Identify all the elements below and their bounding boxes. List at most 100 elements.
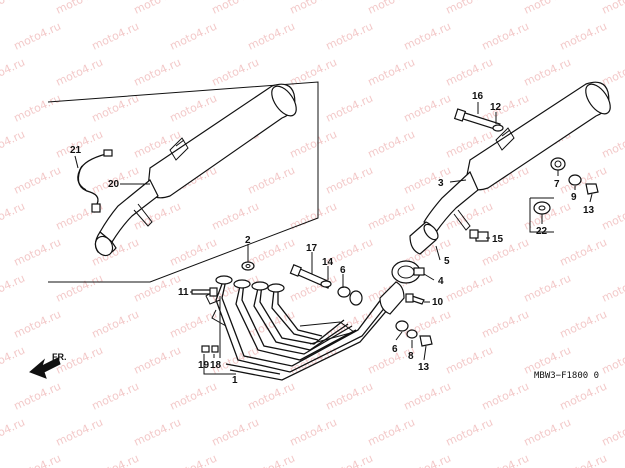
watermark-text: moto4.ru [246, 380, 297, 413]
watermark-text: moto4.ru [90, 380, 141, 413]
watermark-text: moto4.ru [12, 236, 63, 269]
watermark-text: moto4.ru [558, 164, 609, 197]
callout-1: 1 [232, 375, 238, 386]
watermark-text: moto4.ru [522, 416, 573, 449]
callout-11: 11 [178, 287, 189, 298]
watermark-text: moto4.ru [480, 308, 531, 341]
watermark-text: moto4.ru [324, 452, 375, 468]
watermark-text: moto4.ru [0, 128, 27, 161]
watermark-text: moto4.ru [402, 92, 453, 125]
watermark-text: moto4.ru [0, 0, 27, 17]
watermark-text: moto4.ru [522, 56, 573, 89]
watermark-text: moto4.ru [600, 272, 625, 305]
watermark-text: moto4.ru [558, 380, 609, 413]
watermark-text: moto4.ru [600, 416, 625, 449]
watermark-text: moto4.ru [168, 380, 219, 413]
watermark-text: moto4.ru [288, 416, 339, 449]
watermark-text: moto4.ru [12, 452, 63, 468]
callout-12: 12 [490, 102, 502, 113]
watermark-text: moto4.ru [0, 200, 27, 233]
watermark-text: moto4.ru [90, 452, 141, 468]
watermark-text: moto4.ru [132, 0, 183, 17]
watermark-text: moto4.ru [210, 56, 261, 89]
watermark-text: moto4.ru [288, 0, 339, 17]
watermark-text: moto4.ru [132, 56, 183, 89]
watermark-text: moto4.ru [402, 452, 453, 468]
watermark-text: moto4.ru [324, 164, 375, 197]
callout-7: 7 [554, 179, 560, 190]
watermark-text: moto4.ru [402, 380, 453, 413]
right-hanger-hardware [550, 157, 599, 195]
callout-leader-lines [74, 102, 593, 375]
watermark-text: moto4.ru [366, 200, 417, 233]
watermark-text: moto4.ru [522, 0, 573, 17]
callout-17: 17 [306, 243, 318, 254]
watermark-text: moto4.ru [246, 20, 297, 53]
watermark-text: moto4.ru [168, 20, 219, 53]
watermark-text: moto4.ru [480, 380, 531, 413]
watermark-text: moto4.ru [558, 20, 609, 53]
watermark-text: moto4.ru [210, 416, 261, 449]
callout-9: 9 [571, 192, 577, 203]
callout-14: 14 [322, 257, 334, 268]
right-muffler [423, 81, 611, 233]
watermark-text: moto4.ru [480, 452, 531, 468]
watermark-text: moto4.ru [246, 452, 297, 468]
muffler-mount-hardware [453, 108, 504, 242]
watermark-text: moto4.ru [132, 272, 183, 305]
watermark-text: moto4.ru [522, 272, 573, 305]
watermark-text: moto4.ru [0, 56, 27, 89]
callout-16: 16 [472, 91, 484, 102]
o2-sensor-wire [77, 149, 113, 213]
watermark-text: moto4.ru [600, 344, 625, 377]
watermark-text: moto4.ru [366, 0, 417, 17]
header-hardware [191, 261, 433, 353]
diagram-code: MBW3−F1800 0 [534, 371, 599, 381]
callout-13-lower: 13 [418, 362, 430, 373]
front-direction-arrow: FR. [29, 352, 67, 379]
watermark-text: moto4.ru [54, 416, 105, 449]
callout-5: 5 [444, 256, 450, 267]
callout-13-right: 13 [583, 205, 595, 216]
watermark-text: moto4.ru [288, 128, 339, 161]
watermark-text: moto4.ru [402, 164, 453, 197]
exhaust-header-pipes [205, 275, 405, 381]
watermark-text: moto4.ru [210, 200, 261, 233]
callout-labels: 16 12 21 20 3 7 9 13 22 15 2 17 5 14 6 4… [70, 91, 595, 386]
watermark-text: moto4.ru [12, 92, 63, 125]
watermark-text: moto4.ru [444, 416, 495, 449]
callout-22: 22 [536, 226, 548, 237]
watermark-text: moto4.ru [366, 416, 417, 449]
watermark-text: moto4.ru [402, 20, 453, 53]
watermark-text: moto4.ru [54, 0, 105, 17]
watermark-text: moto4.ru [168, 308, 219, 341]
callout-15: 15 [492, 234, 504, 245]
left-muffler-panel-border [47, 81, 319, 283]
watermark-text: moto4.ru [12, 164, 63, 197]
watermark-text: moto4.ru [324, 92, 375, 125]
watermark-text: moto4.ru [444, 272, 495, 305]
watermark-text: moto4.ru [168, 236, 219, 269]
callout-3: 3 [438, 178, 444, 189]
watermark-text: moto4.ru [90, 20, 141, 53]
watermark-text: moto4.ru [246, 164, 297, 197]
watermark-text: moto4.ru [132, 344, 183, 377]
watermark-text: moto4.ru [90, 308, 141, 341]
watermark-text: moto4.ru [0, 344, 27, 377]
watermark-text: moto4.ru [366, 56, 417, 89]
callout-4: 4 [438, 276, 444, 287]
watermark-text: moto4.ru [168, 92, 219, 125]
joint-gasket [409, 221, 439, 255]
watermark-text: moto4.ru [558, 452, 609, 468]
watermark-text: moto4.ru [54, 56, 105, 89]
callout-6-upper: 6 [340, 265, 346, 276]
left-muffler [94, 83, 297, 257]
watermark-text: moto4.ru [324, 20, 375, 53]
watermark-text: moto4.ru [444, 344, 495, 377]
watermark-text: moto4.ru [558, 236, 609, 269]
watermark-text: moto4.ru [132, 416, 183, 449]
callout-19: 19 [198, 360, 210, 371]
watermark-text: moto4.ru [210, 0, 261, 17]
